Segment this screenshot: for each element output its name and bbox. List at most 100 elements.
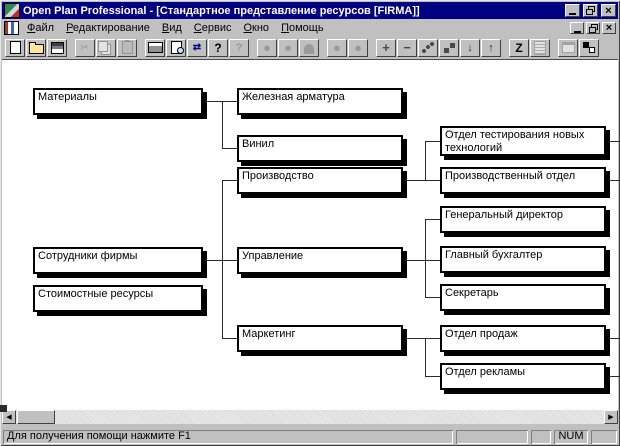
- toolbar-separator: [320, 39, 326, 57]
- close-button[interactable]: ×: [601, 4, 616, 17]
- notes-view-icon: [534, 40, 546, 55]
- menu-service[interactable]: Сервис: [193, 21, 232, 34]
- remove-node-icon: −: [403, 39, 411, 55]
- node-production[interactable]: Производство: [237, 167, 403, 194]
- toolbar-separator: [551, 39, 557, 57]
- node-cost-resources[interactable]: Стоимостные ресурсы: [33, 285, 203, 312]
- mdi-minimize-icon: [573, 30, 581, 33]
- toolbar-separator: [68, 39, 74, 57]
- statusbar: Для получения помощи нажмите F1 NUM: [2, 424, 618, 444]
- move-up-button[interactable]: ↑: [481, 38, 501, 57]
- node-materials[interactable]: Материалы: [33, 88, 203, 115]
- cut-button: ✂: [75, 38, 95, 57]
- mdi-restore-button[interactable]: [586, 22, 600, 34]
- menu-view[interactable]: Вид: [161, 21, 182, 34]
- toolbar: ✂⇄??●●●●+−↓↑Z: [2, 36, 618, 60]
- restore-icon: [586, 6, 595, 15]
- toolbar-separator: [138, 39, 144, 57]
- notes-view-button: [530, 38, 550, 57]
- new-document-icon: [9, 41, 21, 54]
- node-secretary[interactable]: Секретарь: [440, 284, 606, 311]
- mdi-restore-icon: [588, 23, 598, 33]
- copy-icon: [98, 40, 108, 52]
- close-icon: ×: [605, 4, 612, 17]
- update-data-button[interactable]: ⇄: [187, 38, 207, 57]
- toolbar-separator: [502, 39, 508, 57]
- add-node-button[interactable]: +: [376, 38, 396, 57]
- node-sales-dept[interactable]: Отдел продаж: [440, 325, 606, 352]
- move-down-button[interactable]: ↓: [460, 38, 480, 57]
- restore-button[interactable]: [583, 4, 598, 17]
- resource-unit-button: ●: [348, 38, 368, 57]
- print-preview-button[interactable]: [166, 38, 186, 57]
- minimize-button[interactable]: [565, 4, 580, 17]
- level-step-button[interactable]: [439, 38, 459, 57]
- link-nodes-icon: [421, 41, 435, 54]
- mdi-close-button[interactable]: ×: [602, 22, 616, 34]
- resource-node-query-button: ●: [278, 38, 298, 57]
- remove-node-button[interactable]: −: [397, 38, 417, 57]
- resource-arch-button: [299, 38, 319, 57]
- paste-button: [117, 38, 137, 57]
- node-company-staff[interactable]: Сотрудники фирмы: [33, 247, 203, 274]
- window-restore-view-button[interactable]: [579, 38, 599, 57]
- node-management[interactable]: Управление: [237, 247, 403, 274]
- level-step-icon: [442, 41, 456, 54]
- menubar-items: Файл Редактирование Вид Сервис Окно Помощь: [21, 21, 330, 36]
- toolbar-separator: [369, 39, 375, 57]
- context-help-button: ?: [229, 38, 249, 57]
- node-general-director[interactable]: Генеральный директор: [440, 206, 606, 233]
- print-button[interactable]: [145, 38, 165, 57]
- node-advertising-dept[interactable]: Отдел рекламы: [440, 363, 606, 390]
- status-panel: [531, 430, 551, 444]
- node-production-dept[interactable]: Производственный отдел: [440, 167, 606, 194]
- node-marketing[interactable]: Маркетинг: [237, 325, 403, 352]
- help-button[interactable]: ?: [208, 38, 228, 57]
- status-message: Для получения помощи нажмите F1: [3, 430, 453, 444]
- menu-help[interactable]: Помощь: [281, 21, 324, 34]
- node-iron-fittings[interactable]: Железная арматура: [237, 88, 403, 115]
- save-button[interactable]: [47, 38, 67, 57]
- paste-icon: [121, 40, 133, 54]
- menu-window[interactable]: Окно: [243, 21, 270, 34]
- context-help-icon: ?: [235, 41, 243, 54]
- resource-node-query-icon: ●: [284, 39, 292, 55]
- toolbar-separator: [250, 39, 256, 57]
- copy-button: [96, 38, 116, 57]
- scroll-left-button[interactable]: ◀: [2, 410, 16, 424]
- menu-file[interactable]: Файл: [27, 21, 55, 34]
- scroll-thumb[interactable]: [17, 410, 55, 424]
- resource-node-icon: ●: [263, 39, 271, 55]
- menubar: Файл Редактирование Вид Сервис Окно Помощь ×: [2, 20, 618, 36]
- window-restore-view-icon: [583, 42, 595, 53]
- window-cascade-icon: [561, 42, 575, 53]
- update-data-icon: ⇄: [192, 41, 202, 53]
- minimize-icon: [569, 13, 576, 15]
- open-folder-button[interactable]: [26, 38, 46, 57]
- scroll-right-button[interactable]: ▶: [604, 410, 618, 424]
- resource-pool-button: ●: [327, 38, 347, 57]
- mdi-minimize-button[interactable]: [570, 22, 584, 34]
- link-nodes-button[interactable]: [418, 38, 438, 57]
- zigzag-view-icon: Z: [515, 40, 523, 55]
- print-preview-icon: [170, 41, 184, 54]
- status-panel: [591, 430, 617, 444]
- node-chief-accountant[interactable]: Главный бухгалтер: [440, 246, 606, 273]
- num-indicator: NUM: [554, 430, 588, 444]
- cut-icon: ✂: [80, 41, 90, 54]
- help-icon: ?: [214, 40, 222, 55]
- menu-edit[interactable]: Редактирование: [66, 21, 150, 34]
- mdi-controls: ×: [570, 22, 616, 34]
- node-vinyl[interactable]: Винил: [237, 135, 403, 162]
- move-up-icon: ↑: [488, 41, 494, 54]
- new-document-button[interactable]: [5, 38, 25, 57]
- app-icon[interactable]: [4, 3, 20, 18]
- node-new-tech-testing-dept[interactable]: Отдел тестирования новых технологий: [440, 126, 606, 156]
- save-icon: [50, 41, 64, 54]
- resource-node-button: ●: [257, 38, 277, 57]
- document-icon[interactable]: [4, 21, 19, 35]
- horizontal-scrollbar[interactable]: ◀ ▶: [2, 410, 618, 424]
- zigzag-view-button[interactable]: Z: [509, 38, 529, 57]
